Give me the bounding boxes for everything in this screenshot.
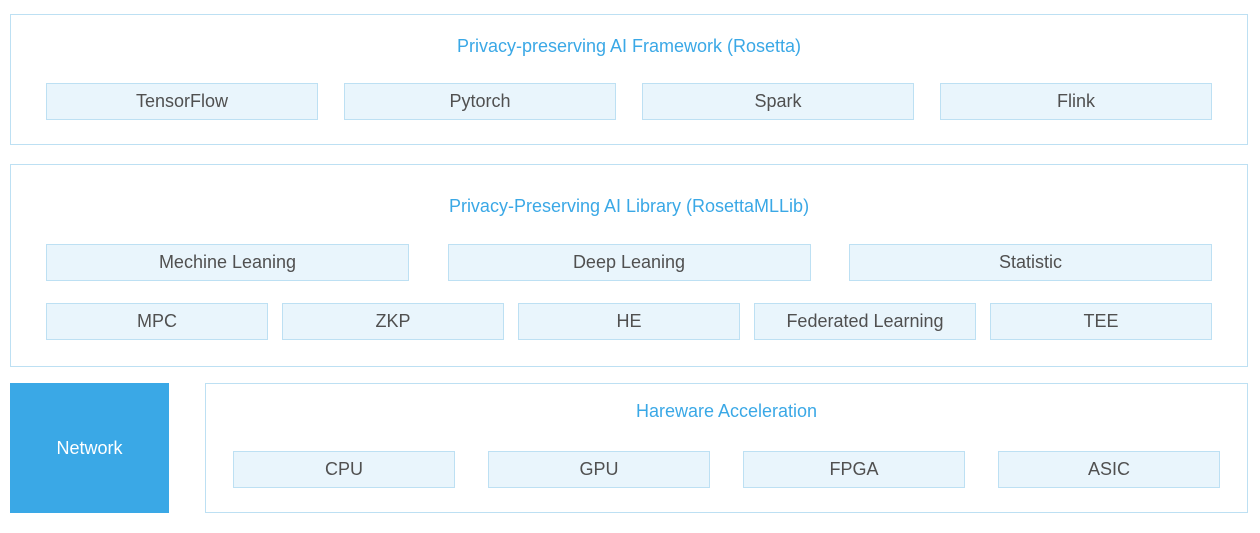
framework-item-flink: Flink bbox=[940, 83, 1212, 120]
network-block: Network bbox=[10, 383, 169, 513]
framework-panel: Privacy-preserving AI Framework (Rosetta… bbox=[10, 14, 1248, 145]
library-top-row: Mechine Leaning Deep Leaning Statistic bbox=[46, 244, 1212, 281]
hardware-items-row: CPU GPU FPGA ASIC bbox=[233, 451, 1220, 488]
framework-item-spark: Spark bbox=[642, 83, 914, 120]
hardware-item-fpga: FPGA bbox=[743, 451, 965, 488]
hardware-item-asic: ASIC bbox=[998, 451, 1220, 488]
hardware-panel: Hareware Acceleration CPU GPU FPGA ASIC bbox=[205, 383, 1248, 513]
library-bottom-row: MPC ZKP HE Federated Learning TEE bbox=[46, 303, 1212, 340]
framework-title: Privacy-preserving AI Framework (Rosetta… bbox=[456, 36, 802, 56]
library-panel: Privacy-Preserving AI Library (RosettaML… bbox=[10, 164, 1248, 367]
hardware-item-cpu: CPU bbox=[233, 451, 455, 488]
library-title: Privacy-Preserving AI Library (RosettaML… bbox=[448, 196, 810, 216]
framework-item-pytorch: Pytorch bbox=[344, 83, 616, 120]
framework-item-tensorflow: TensorFlow bbox=[46, 83, 318, 120]
library-item-mpc: MPC bbox=[46, 303, 268, 340]
library-item-deep-learning: Deep Leaning bbox=[447, 244, 811, 281]
framework-items-row: TensorFlow Pytorch Spark Flink bbox=[46, 83, 1212, 120]
library-item-zkp: ZKP bbox=[282, 303, 504, 340]
library-item-federated-learning: Federated Learning bbox=[754, 303, 976, 340]
library-item-machine-learning: Mechine Leaning bbox=[46, 244, 409, 281]
library-item-statistic: Statistic bbox=[849, 244, 1212, 281]
library-item-he: HE bbox=[518, 303, 740, 340]
library-item-tee: TEE bbox=[990, 303, 1212, 340]
hardware-item-gpu: GPU bbox=[488, 451, 710, 488]
hardware-title: Hareware Acceleration bbox=[635, 401, 818, 421]
